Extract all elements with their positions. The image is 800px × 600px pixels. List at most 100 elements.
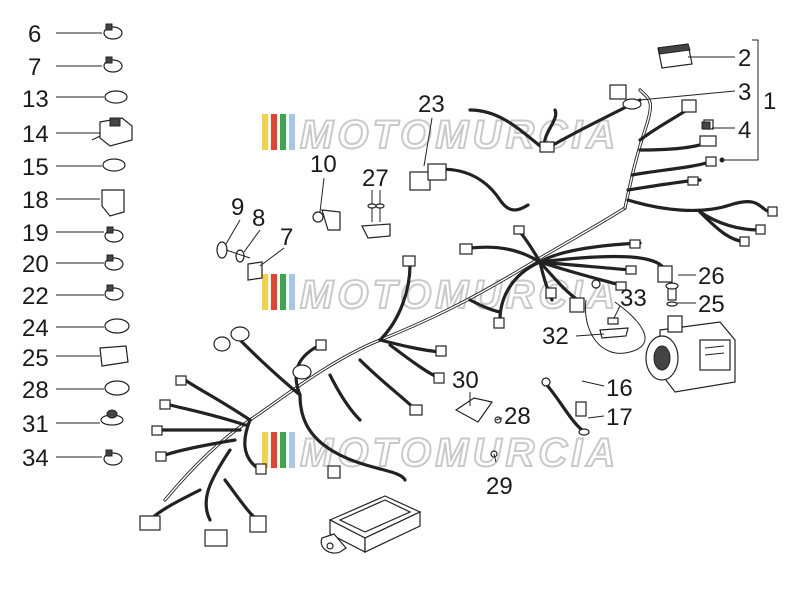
watermark-text-middle: MOTOMURCIA	[300, 273, 619, 317]
part-9-8-washer	[216, 241, 251, 263]
callout-31: 31	[22, 411, 49, 438]
callout-14: 16	[606, 375, 633, 402]
callout-30: 30	[452, 367, 479, 394]
part-31-grommet	[100, 409, 124, 426]
part-32-33-detail	[584, 279, 646, 354]
part-7-bracket	[247, 261, 263, 281]
callout-25: 26	[698, 263, 725, 290]
left-parts-column	[91, 23, 133, 466]
part-30-bracket	[454, 397, 502, 458]
main-wiring-harness	[139, 84, 778, 547]
connector-left-2	[213, 336, 231, 352]
callout-34: 34	[22, 445, 49, 472]
connector-left-5	[159, 399, 171, 410]
connector-mid-4	[615, 281, 627, 291]
control-unit-box	[320, 495, 422, 554]
connector-mid-6	[545, 287, 557, 299]
connector-left-8	[139, 515, 161, 531]
callout-8: 8	[252, 205, 265, 232]
callout-labels: 6 7 13 14 15 18 19 20 22 24 25 28 31 34 …	[22, 21, 776, 500]
part-3-grommet	[622, 98, 642, 110]
callout-2: 2	[738, 45, 751, 72]
connector-left-1	[230, 326, 250, 342]
connector-mid-3	[625, 265, 637, 275]
callout-28: 28	[504, 403, 531, 430]
connector-upper-1	[609, 84, 627, 100]
connector-upper-10	[539, 141, 555, 153]
connector-mid-2	[629, 239, 641, 249]
connector-low-4	[327, 465, 341, 479]
connector-upper-6	[687, 176, 699, 186]
part-10-clip	[312, 209, 341, 231]
connector-left-12	[292, 364, 312, 380]
connector-low-3	[409, 404, 423, 416]
watermark-text-top: MOTOMURCIA	[300, 113, 619, 157]
connector-upper-2	[681, 99, 697, 113]
callout-23: 25	[22, 345, 49, 372]
connector-left-10	[249, 515, 267, 533]
part-1-point	[719, 157, 725, 163]
part-18-clamp	[104, 254, 124, 271]
connector-mid-5	[569, 297, 585, 313]
callout-29: 29	[486, 473, 513, 500]
part-16-bracket	[101, 189, 125, 217]
part-17-clamp	[104, 226, 124, 243]
connector-mid-7	[493, 317, 505, 329]
callout-26: 28	[22, 377, 49, 404]
connector-left-7	[155, 451, 167, 462]
callout-11: 13	[22, 86, 49, 113]
callout-13: 15	[22, 154, 49, 181]
connector-upper-4	[699, 135, 717, 147]
part-34-clamp	[103, 449, 123, 466]
leader-lines	[56, 32, 759, 463]
connector-upper-5	[705, 156, 717, 167]
connector-left-3	[315, 339, 327, 351]
callout-22: 24	[22, 315, 49, 342]
callout-6: 7	[28, 54, 41, 81]
watermark-text-bottom: MOTOMURCIA	[300, 431, 619, 475]
callout-33: 33	[620, 285, 647, 312]
connector-mid-8	[513, 225, 525, 235]
part-24-25-screw	[665, 282, 679, 307]
part-4-connector	[701, 121, 711, 130]
part-2-relay	[657, 43, 693, 69]
callout-27: 27	[362, 165, 389, 192]
part-20-sensor	[409, 163, 530, 212]
connector-low-1	[435, 345, 447, 357]
part-13-band	[102, 158, 126, 172]
connector-mid-10	[402, 255, 416, 267]
callout-9: 9	[231, 194, 244, 221]
callout-7: 7	[280, 224, 293, 251]
connector-left-4	[175, 375, 187, 386]
part-6-clamp	[103, 56, 123, 73]
connector-left-6	[151, 425, 163, 436]
connector-left-9	[204, 529, 228, 547]
part-14-15-ground-strap	[541, 377, 590, 436]
callout-12: 14	[22, 121, 49, 148]
callout-16: 18	[22, 187, 49, 214]
watermark-middle: MOTOMURCIA	[262, 272, 619, 318]
connector-upper-9	[739, 236, 750, 247]
throttle-body	[645, 315, 736, 393]
part-26-band	[104, 380, 130, 396]
part-23-sleeve	[99, 345, 129, 367]
part-11-band	[104, 90, 128, 104]
connector-mid-9	[657, 265, 673, 283]
callout-32: 32	[542, 323, 569, 350]
part-5-clamp	[103, 23, 123, 40]
connector-low-2	[433, 372, 445, 384]
callout-18: 20	[22, 251, 49, 278]
callout-1: 1	[763, 88, 776, 115]
part-19-clamp	[104, 284, 124, 301]
callout-17: 19	[22, 220, 49, 247]
callout-4: 4	[738, 117, 751, 144]
callout-15: 17	[606, 404, 633, 431]
connector-upper-8	[755, 224, 766, 235]
callout-5: 6	[28, 21, 41, 48]
callout-24: 25	[698, 291, 725, 318]
connector-upper-7	[767, 206, 778, 217]
part-27-screws	[361, 203, 391, 239]
callout-3: 3	[738, 79, 751, 106]
